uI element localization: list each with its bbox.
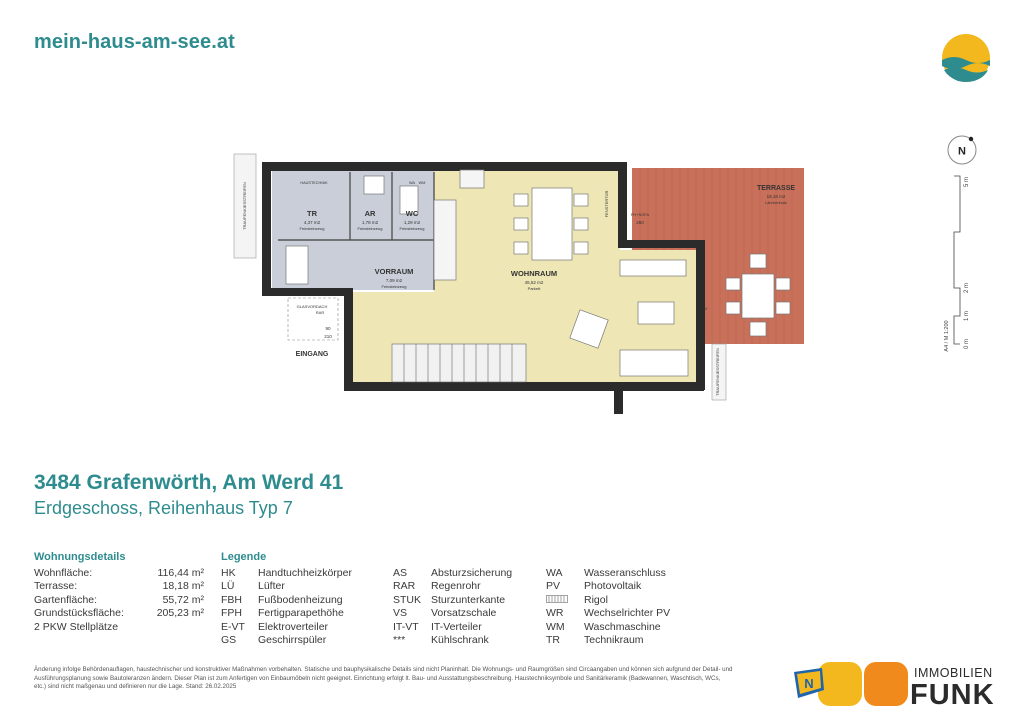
compass-label: N	[958, 146, 966, 158]
svg-text:GLASVORDACH: GLASVORDACH	[297, 304, 328, 309]
svg-text:1 m: 1 m	[964, 311, 970, 321]
brand-line-1: IMMOBILIEN	[914, 666, 993, 680]
svg-text:260: 260	[636, 220, 644, 225]
svg-text:45,52 m2: 45,52 m2	[525, 280, 544, 285]
svg-text:4,37 m2: 4,37 m2	[304, 220, 321, 225]
svg-text:210: 210	[701, 306, 708, 311]
legend-item: ***Kühlschrank	[393, 633, 489, 646]
property-address: 3484 Grafenwörth, Am Werd 41	[34, 471, 344, 494]
svg-text:FH+SOFA: FH+SOFA	[631, 212, 650, 217]
brand-line-2: FUNK	[910, 679, 995, 710]
svg-text:TRAUFENKIESSTREIFEN: TRAUFENKIESSTREIFEN	[242, 182, 247, 230]
north-compass-icon: N	[947, 135, 977, 165]
svg-text:HAUSTECHNIK: HAUSTECHNIK	[300, 181, 328, 185]
svg-text:0 m: 0 m	[964, 339, 970, 349]
site-url[interactable]: mein-haus-am-see.at	[34, 31, 235, 53]
svg-text:Feinsteinzeug: Feinsteinzeug	[358, 226, 383, 231]
floor-type: Erdgeschoss, Reihenhaus Typ 7	[34, 498, 293, 518]
svg-text:Feinsteinzeug: Feinsteinzeug	[382, 284, 407, 289]
room-tr-name: TR	[307, 209, 318, 218]
scale-bar: 5 m 2 m 1 m 0 m A4 / M 1:200	[944, 175, 970, 352]
room-ar-name: AR	[365, 209, 376, 218]
svg-text:7,09 m2: 7,09 m2	[386, 278, 403, 283]
detail-row: 2 PKW Stellplätze	[34, 620, 119, 633]
svg-text:A4 / M 1:200: A4 / M 1:200	[944, 320, 950, 351]
svg-text:1,29 m2: 1,29 m2	[404, 220, 421, 225]
svg-text:RAR: RAR	[316, 310, 325, 315]
apartment-details: Wohnfläche:116,44 m² Terrasse:18,18 m² G…	[34, 567, 204, 634]
svg-text:18,18 m2: 18,18 m2	[767, 194, 786, 199]
svg-text:2 m: 2 m	[964, 283, 970, 293]
svg-text:210: 210	[324, 334, 332, 339]
svg-text:Lärchenholz: Lärchenholz	[765, 200, 787, 205]
room-terrasse-name: TERRASSE	[757, 185, 795, 192]
floor-plan: TR 4,37 m2 Feinsteinzeug AR 1,78 m2 Fein…	[233, 153, 804, 414]
disclaimer-text: Änderung infolge Behördenauflagen, haust…	[34, 666, 733, 691]
room-vorraum-name: VORRAUM	[375, 267, 414, 276]
entrance-label: EINGANG	[296, 351, 329, 358]
room-wohnraum-name: WOHNRAUM	[511, 269, 557, 278]
immobilien-funk-logo: N IMMOBILIEN FUNK	[794, 662, 995, 710]
svg-text:TRAUFENKIESSTREIFEN: TRAUFENKIESSTREIFEN	[715, 348, 720, 396]
svg-text:Feinsteinzeug: Feinsteinzeug	[300, 226, 325, 231]
svg-text:FENSTERTÜR: FENSTERTÜR	[604, 190, 609, 217]
rigol-hatch-icon	[546, 594, 568, 603]
lake-logo-icon	[942, 34, 990, 82]
svg-text:1,78 m2: 1,78 m2	[362, 220, 379, 225]
detail-row: Terrasse:18,18 m²	[34, 580, 204, 593]
svg-text:90: 90	[325, 326, 331, 331]
svg-text:Feinsteinzeug: Feinsteinzeug	[400, 226, 425, 231]
legend-item: Rigol	[546, 594, 670, 607]
room-wc-name: WC	[406, 209, 419, 218]
details-heading: Wohnungsdetails	[34, 551, 126, 563]
legend-heading: Legende	[221, 551, 267, 563]
svg-text:5 m: 5 m	[964, 177, 970, 187]
svg-text:WA: WA	[409, 181, 415, 185]
svg-text:Parkett: Parkett	[528, 286, 542, 291]
detail-row: Grundstücksfläche:205,23 m²	[34, 607, 204, 620]
svg-text:WM: WM	[419, 181, 426, 185]
detail-row: Gartenfläche:55,72 m²	[34, 593, 204, 606]
detail-row: Wohnfläche:116,44 m²	[34, 567, 204, 579]
living-area-upper	[434, 170, 620, 292]
brand-badge: N	[804, 676, 813, 691]
